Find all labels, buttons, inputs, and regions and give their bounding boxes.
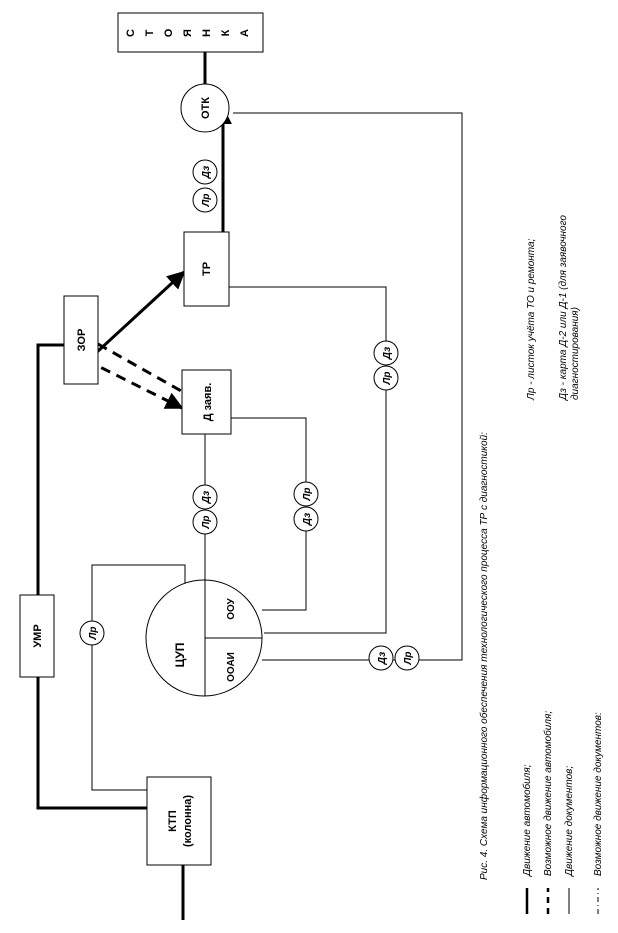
stoyanka-letter-3: О bbox=[163, 28, 175, 37]
svg-text:Лр: Лр bbox=[403, 652, 414, 666]
legend-text-4: Возможное движение документов: bbox=[593, 712, 604, 876]
svg-text:Дз: Дз bbox=[201, 166, 212, 179]
tsup-right-part: ООУ bbox=[226, 597, 237, 619]
legend-text-1: Движение автомобиля; bbox=[521, 764, 533, 877]
doc-mark-lr-dz-5: Лр Дз bbox=[192, 159, 218, 213]
ktp-sublabel: (колонна) bbox=[182, 795, 194, 847]
svg-text:Лр: Лр bbox=[88, 627, 99, 641]
note-dz-line1: Дз - карта Д-2 или Д-1 (для заявочного bbox=[558, 215, 569, 401]
tsup-left-part: ООАИ bbox=[226, 652, 237, 682]
tsup-title: ЦУП bbox=[173, 643, 187, 668]
svg-text:Дз: Дз bbox=[377, 652, 388, 665]
stoyanka-box: С Т О Я Н К А bbox=[117, 12, 264, 53]
stoyanka-letter-4: Я bbox=[182, 29, 194, 37]
possible-vehicle-movement bbox=[85, 342, 184, 410]
stoyanka-letter-5: Н bbox=[201, 29, 213, 37]
svg-text:Лр: Лр bbox=[201, 194, 212, 208]
ktp-box: КТП (колонна) bbox=[146, 776, 212, 866]
doc-mark-dz-lr-2: Дз Лр bbox=[293, 481, 319, 532]
legend-text-3: Движение документов; bbox=[564, 766, 575, 877]
ktp-umr-zor-line bbox=[36, 343, 147, 810]
stoyanka-letter-1r: С bbox=[125, 29, 137, 37]
stoyanka-letter-7: А bbox=[239, 29, 251, 37]
legend: Движение автомобиля; Возможное движение … bbox=[521, 711, 604, 914]
legend-text-2: Возможное движение автомобиля; bbox=[542, 711, 554, 876]
tsup-otk-line bbox=[233, 112, 463, 661]
umr-box: УМР bbox=[19, 594, 55, 678]
svg-text:Дз: Дз bbox=[382, 347, 393, 360]
svg-text:КТП: КТП bbox=[167, 810, 179, 832]
notes: Лр - листок учёта ТО и ремонта; Дз - кар… bbox=[526, 215, 581, 401]
doc-mark-dz-lr-4: Дз Лр bbox=[368, 645, 420, 671]
zor-tr-arrow bbox=[95, 270, 186, 354]
doc-mark-lr-dz-1: Лр Дз bbox=[192, 484, 218, 535]
d-zayav-label: Д заяв. bbox=[202, 383, 214, 422]
zor-label: ЗОР bbox=[76, 329, 88, 352]
d-zayav-box: Д заяв. bbox=[181, 369, 232, 435]
figure-caption: Рис. 4. Схема информационного обеспечени… bbox=[478, 432, 490, 880]
umr-label: УМР bbox=[32, 624, 44, 647]
document-movement-lines bbox=[91, 112, 463, 791]
svg-text:Лр: Лр bbox=[201, 516, 212, 530]
svg-text:Дз: Дз bbox=[302, 513, 313, 526]
tsup-tr-line bbox=[229, 286, 387, 634]
svg-text:(колонна): (колонна) bbox=[182, 795, 194, 847]
note-lr: Лр - листок учёта ТО и ремонта; bbox=[526, 238, 537, 401]
stoyanka-letter-2: Т bbox=[144, 29, 156, 36]
doc-mark-lr-dz-3: Лр Дз bbox=[373, 340, 399, 391]
tr-label: ТР bbox=[201, 262, 213, 276]
svg-text:Лр: Лр bbox=[382, 372, 393, 386]
svg-text:Лр: Лр bbox=[302, 488, 313, 502]
tsup-circle: ЦУП ООАИ ООУ bbox=[145, 579, 263, 697]
doc-mark-lr-ktp: Лр bbox=[79, 620, 105, 646]
otk-circle: ОТК bbox=[180, 83, 230, 133]
ktp-to-tsup-line bbox=[91, 564, 187, 791]
stoyanka-letter-6: К bbox=[220, 29, 232, 36]
ktp-label: КТП bbox=[167, 810, 179, 832]
zor-box: ЗОР bbox=[63, 295, 99, 385]
note-dz-line2: диагностирования) bbox=[570, 307, 581, 400]
otk-label: ОТК bbox=[200, 97, 212, 119]
tr-box: ТР bbox=[183, 231, 230, 307]
svg-text:Дз: Дз bbox=[201, 491, 212, 504]
